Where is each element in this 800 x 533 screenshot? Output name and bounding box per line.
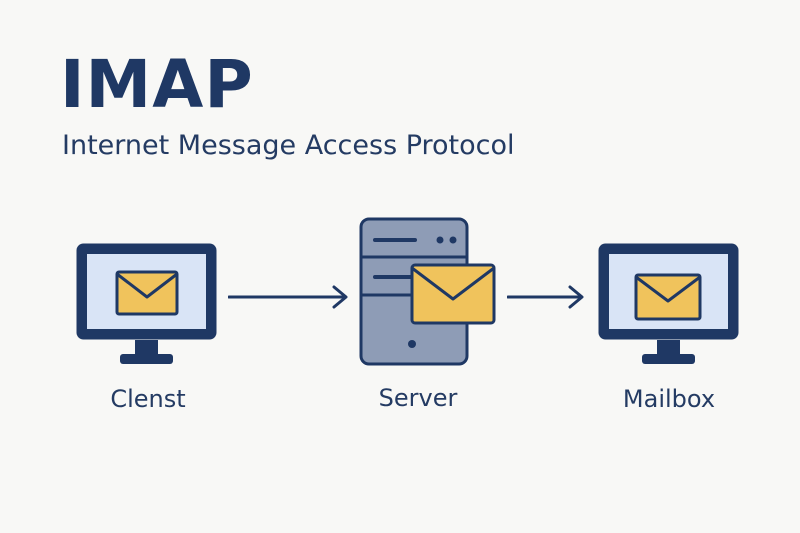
mailbox-node: Mailbox: [597, 242, 742, 413]
envelope-icon: [634, 273, 702, 321]
envelope-icon: [410, 263, 496, 325]
server-label: Server: [378, 384, 458, 412]
server-icon: [359, 217, 496, 366]
page-subtitle: Internet Message Access Protocol: [62, 130, 515, 161]
arrow-right-icon: [228, 285, 348, 309]
arrow-right-icon: [507, 285, 584, 309]
envelope-icon: [115, 270, 179, 316]
server-node: Server: [359, 217, 499, 412]
client-monitor-icon: [76, 243, 217, 364]
client-node: Clenst: [75, 242, 220, 413]
page-title: IMAP: [60, 46, 254, 123]
client-label: Clenst: [110, 385, 186, 413]
mailbox-monitor-icon: [598, 243, 739, 364]
mailbox-label: Mailbox: [622, 385, 716, 413]
